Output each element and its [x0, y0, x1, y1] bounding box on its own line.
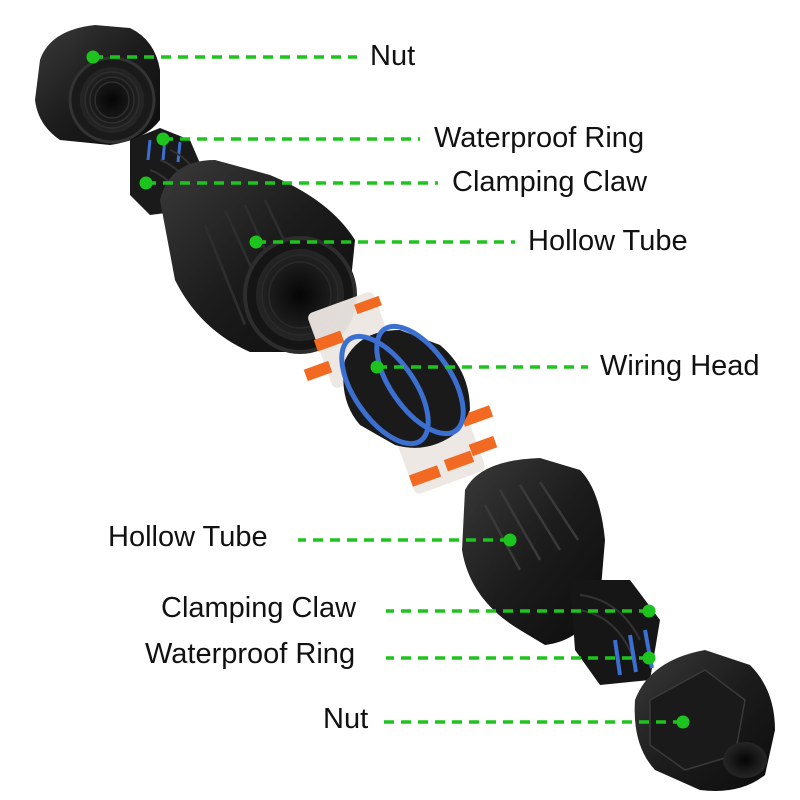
- nut-top-part: [35, 25, 160, 145]
- wiring-head-part: [303, 292, 498, 494]
- label-waterproof-ring-top: Waterproof Ring: [434, 122, 645, 154]
- callout-dot-clamping-claw-bottom: [642, 604, 656, 618]
- label-nut-bottom: Nut: [323, 703, 369, 735]
- label-nut-top: Nut: [370, 40, 416, 72]
- label-hollow-tube-top: Hollow Tube: [528, 225, 688, 257]
- callout-dot-nut-top: [86, 50, 100, 64]
- callout-dot-hollow-tube-top: [249, 235, 263, 249]
- hollow-tube-bottom-part: [462, 458, 660, 685]
- label-clamping-claw-top: Clamping Claw: [452, 166, 648, 198]
- callout-dot-wiring-head: [370, 360, 384, 374]
- callout-dot-waterproof-ring-top: [156, 132, 170, 146]
- callout-dot-clamping-claw-top: [139, 176, 153, 190]
- callout-lines: [86, 50, 690, 729]
- callout-dot-waterproof-ring-bottom: [642, 651, 656, 665]
- nut-bottom-part: [634, 650, 775, 791]
- callout-dot-nut-bottom: [676, 715, 690, 729]
- label-hollow-tube-bottom: Hollow Tube: [108, 521, 268, 553]
- label-waterproof-ring-bottom: Waterproof Ring: [145, 638, 356, 670]
- callout-dot-hollow-tube-bottom: [503, 533, 517, 547]
- label-wiring-head: Wiring Head: [600, 350, 760, 382]
- label-clamping-claw-bottom: Clamping Claw: [161, 592, 357, 624]
